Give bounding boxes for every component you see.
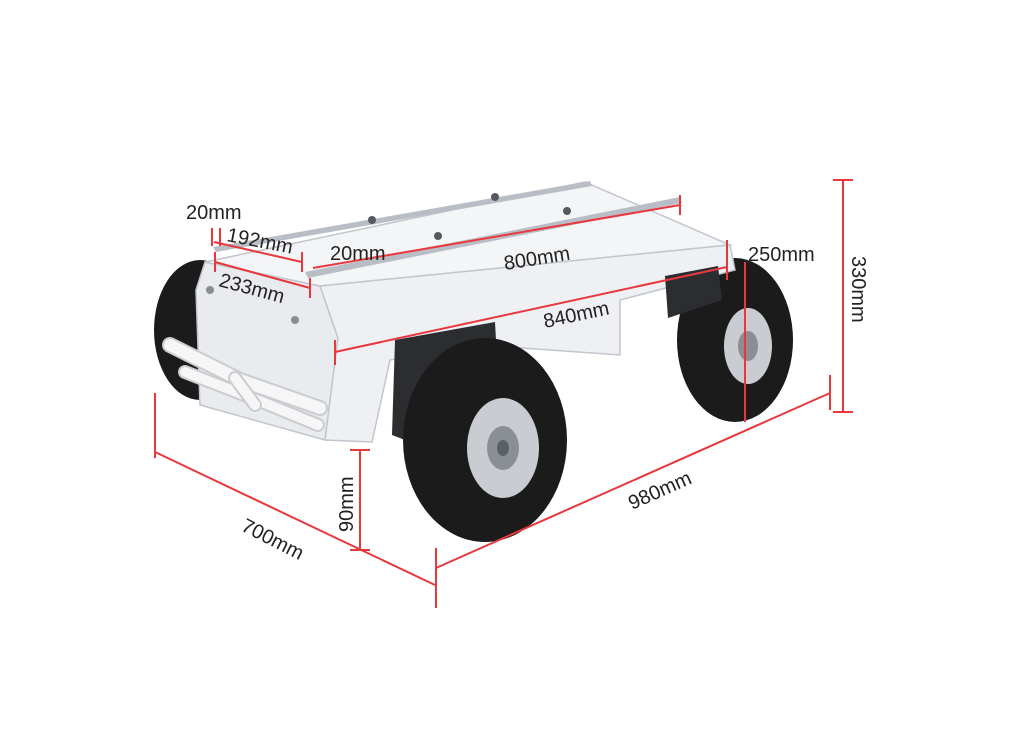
rear-side-opening: [665, 266, 722, 318]
dim-line-rail-length: [312, 204, 681, 269]
dim-line-top-length: [334, 266, 728, 353]
label-top-rail-width: 20mm: [186, 202, 242, 224]
dim-line-front-top-width: [214, 261, 311, 289]
label-overall-length: 980mm: [625, 467, 695, 514]
robot-chassis: [154, 181, 793, 542]
dim-line-overall-length: [435, 392, 831, 569]
dim-line-overall-width: [154, 451, 436, 586]
front-bolt: [291, 316, 299, 324]
deck-bolt: [563, 207, 571, 215]
label-side-rail-width: 20mm: [330, 243, 386, 265]
deck-bolt: [368, 216, 376, 224]
dimension-lines: [154, 179, 853, 608]
label-overall-height: 330mm: [847, 256, 869, 323]
label-ground-clearance: 90mm: [336, 476, 358, 532]
front-bumper: [162, 337, 328, 432]
deck-bolt: [491, 193, 499, 201]
front-bolt: [206, 286, 214, 294]
dim-line-rail-spacing: [213, 241, 303, 263]
deck-bolt: [434, 232, 442, 240]
label-wheel-height: 250mm: [748, 244, 815, 266]
label-overall-width: 700mm: [238, 515, 307, 565]
front-right-wheel: [403, 338, 567, 542]
